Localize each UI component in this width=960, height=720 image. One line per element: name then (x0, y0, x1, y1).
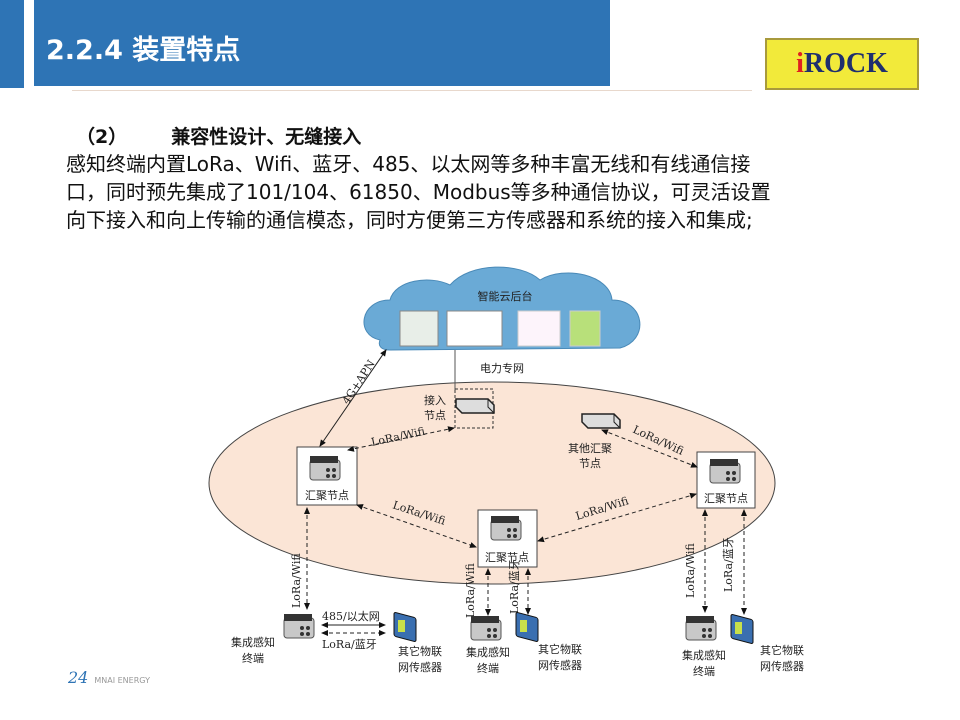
svg-text:集成感知: 集成感知 (466, 645, 510, 659)
body-line: 感知终端内置LoRa、Wifi、蓝牙、485、以太网等多种丰富无线和有线通信接 (66, 152, 751, 176)
logo-i: i (796, 48, 804, 79)
link-label: LoRa/Wifi (464, 563, 477, 618)
body-text: 感知终端内置LoRa、Wifi、蓝牙、485、以太网等多种丰富无线和有线通信接 … (66, 150, 926, 234)
other-node-label: 其他汇聚 (568, 442, 612, 455)
svg-text:汇聚节点: 汇聚节点 (704, 492, 748, 505)
svg-text:终端: 终端 (477, 661, 499, 675)
aggregation-node-left: 汇聚节点 (296, 446, 358, 506)
terminal-icon (470, 615, 502, 641)
svg-text:其它物联: 其它物联 (398, 644, 442, 658)
footer: 24 MNAI ENERGY (68, 668, 150, 687)
svg-text:汇聚节点: 汇聚节点 (485, 551, 529, 564)
svg-text:集成感知: 集成感知 (682, 648, 726, 662)
aggregation-node-right: 汇聚节点 (696, 451, 756, 509)
link-label: LoRa/蓝牙 (322, 638, 377, 651)
cloud-label: 智能云后台 (478, 289, 533, 303)
svg-text:网传感器: 网传感器 (760, 660, 804, 673)
svg-text:网传感器: 网传感器 (538, 659, 582, 672)
link-label: LoRa/Wifi (290, 553, 303, 608)
access-node-label: 接入 (424, 394, 446, 407)
access-node-icon (455, 398, 495, 414)
link-label: LoRa/Wifi (684, 543, 697, 598)
link-label: LoRa/蓝牙 (722, 537, 735, 592)
page-number: 24 (68, 668, 89, 687)
terminal-icon (283, 613, 315, 639)
left-accent-bar (0, 0, 24, 88)
title-bar: 2.2.4 装置特点 (34, 0, 610, 86)
links (304, 349, 747, 636)
section-heading: （2） 兼容性设计、无缝接入 (76, 122, 361, 149)
svg-text:终端: 终端 (242, 651, 264, 665)
svg-text:汇聚节点: 汇聚节点 (305, 489, 349, 502)
heading-text: 兼容性设计、无缝接入 (171, 126, 362, 148)
other-node-icon (581, 413, 621, 429)
svg-text:终端: 终端 (693, 664, 715, 678)
cloud (363, 266, 641, 351)
logo-rest: ROCK (803, 48, 888, 79)
sensor-icon (515, 611, 539, 643)
page-title: 2.2.4 装置特点 (46, 35, 241, 66)
terminal-icon (685, 615, 717, 641)
power-net-label: 电力专网 (480, 361, 524, 375)
aggregation-node-center: 汇聚节点 (477, 509, 538, 568)
svg-text:其它物联: 其它物联 (760, 643, 804, 657)
other-node-label: 节点 (579, 457, 601, 470)
svg-text:网传感器: 网传感器 (398, 661, 442, 674)
sensor-icon (393, 611, 417, 643)
svg-text:集成感知: 集成感知 (231, 635, 275, 649)
svg-text:其它物联: 其它物联 (538, 642, 582, 656)
body-line: 向下接入和向上传输的通信模态，同时方便第三方传感器和系统的接入和集成; (66, 208, 753, 232)
link-label: LoRa/蓝牙 (508, 559, 521, 614)
divider (72, 90, 752, 91)
device-labels: 集成感知 终端 其它物联 网传感器 集成感知 终端 其它物联 网传感器 集成感知… (231, 635, 804, 678)
footer-brand: MNAI ENERGY (94, 676, 150, 685)
heading-number: （2） (76, 126, 128, 148)
link-label: 485/以太网 (322, 610, 380, 623)
sensor-icon (730, 613, 754, 645)
access-node-label: 节点 (424, 409, 446, 422)
body-line: 口，同时预先集成了101/104、61850、Modbus等多种通信协议，可灵活… (66, 180, 771, 204)
